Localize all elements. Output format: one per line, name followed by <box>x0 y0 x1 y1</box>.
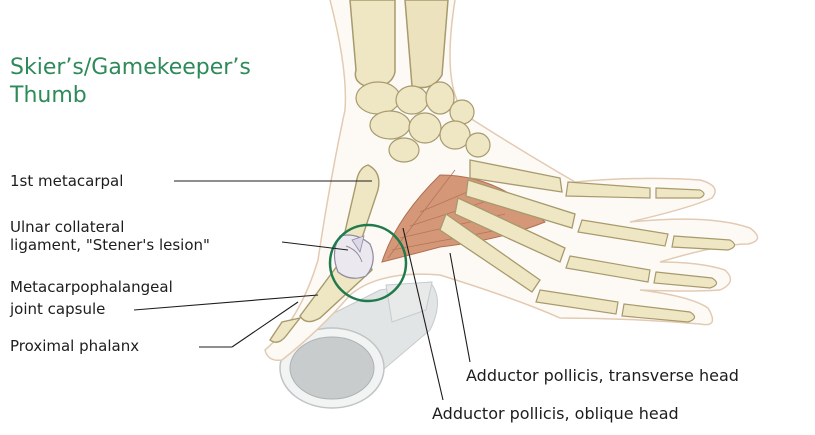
ucl-joint-capsule <box>334 235 373 278</box>
label-mcp-line1: Metacarpophalangeal <box>10 278 173 297</box>
label-proximal-phalanx: Proximal phalanx <box>10 337 139 356</box>
label-ulnar-collateral-line2: ligament, "Stener's lesion" <box>10 236 210 255</box>
label-adductor-oblique: Adductor pollicis, oblique head <box>432 404 679 423</box>
label-1st-metacarpal: 1st metacarpal <box>10 172 123 191</box>
title-line-1: Skier’s/Gamekeeper’s <box>10 54 251 82</box>
title-line-2: Thumb <box>10 82 251 110</box>
diagram-title: Skier’s/Gamekeeper’s Thumb <box>10 54 251 110</box>
label-ulnar-collateral-line1: Ulnar collateral <box>10 218 124 237</box>
label-adductor-transverse: Adductor pollicis, transverse head <box>466 366 739 385</box>
label-mcp-line2: joint capsule <box>10 300 105 319</box>
